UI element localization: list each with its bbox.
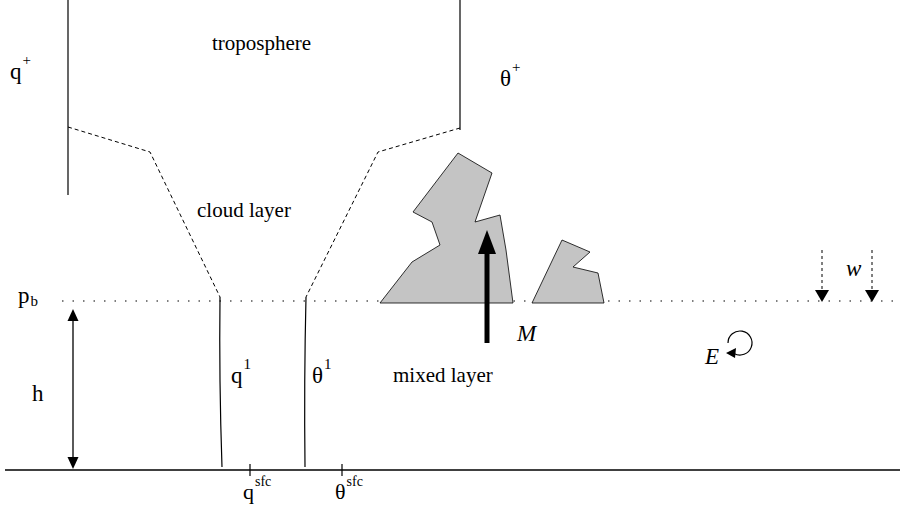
arrow-head [68, 309, 79, 321]
q-profile-line [67, 0, 68, 195]
variable-symbol: q [231, 364, 243, 387]
q-mixed-profile [220, 297, 222, 467]
arrow-head [68, 457, 79, 469]
depth-arrow [72, 318, 73, 460]
arrow-head [726, 348, 736, 358]
cumulus-cloud [532, 240, 604, 303]
variable-symbol: q [10, 60, 22, 83]
variable-symbol: h [32, 382, 44, 405]
ground-line [5, 469, 900, 470]
layer-name: mixed layer [393, 365, 493, 386]
arrow-head [815, 290, 829, 302]
variable-symbol: θ [312, 364, 323, 387]
layer-name: cloud layer [197, 200, 291, 221]
arrow-head [478, 230, 496, 254]
variable-symbol: p [18, 284, 30, 307]
superscript: 1 [324, 357, 332, 372]
theta-mixed-profile [305, 297, 306, 467]
superscript: 1 [244, 357, 252, 372]
superscript: sfc [255, 475, 271, 489]
theta-profile-line [459, 0, 460, 130]
superscript: + [512, 60, 520, 75]
variable-symbol: θ [335, 481, 346, 503]
subsidence-arrow [872, 250, 873, 292]
variable-symbol: θ [500, 67, 511, 90]
variable-symbol: w [846, 257, 861, 280]
arrow-head [865, 290, 879, 302]
variable-symbol: q [243, 481, 254, 503]
variable-symbol: E [705, 345, 719, 368]
surface-tick [249, 464, 250, 476]
subsidence-arrow [822, 250, 823, 292]
layer-name: troposphere [212, 33, 311, 54]
mass-flux-arrow [485, 250, 490, 343]
subscript: b [31, 294, 39, 309]
superscript: + [23, 53, 31, 68]
variable-symbol: M [517, 322, 536, 345]
superscript: sfc [347, 475, 363, 489]
surface-tick [341, 464, 342, 476]
cumulus-cloud [380, 153, 513, 303]
